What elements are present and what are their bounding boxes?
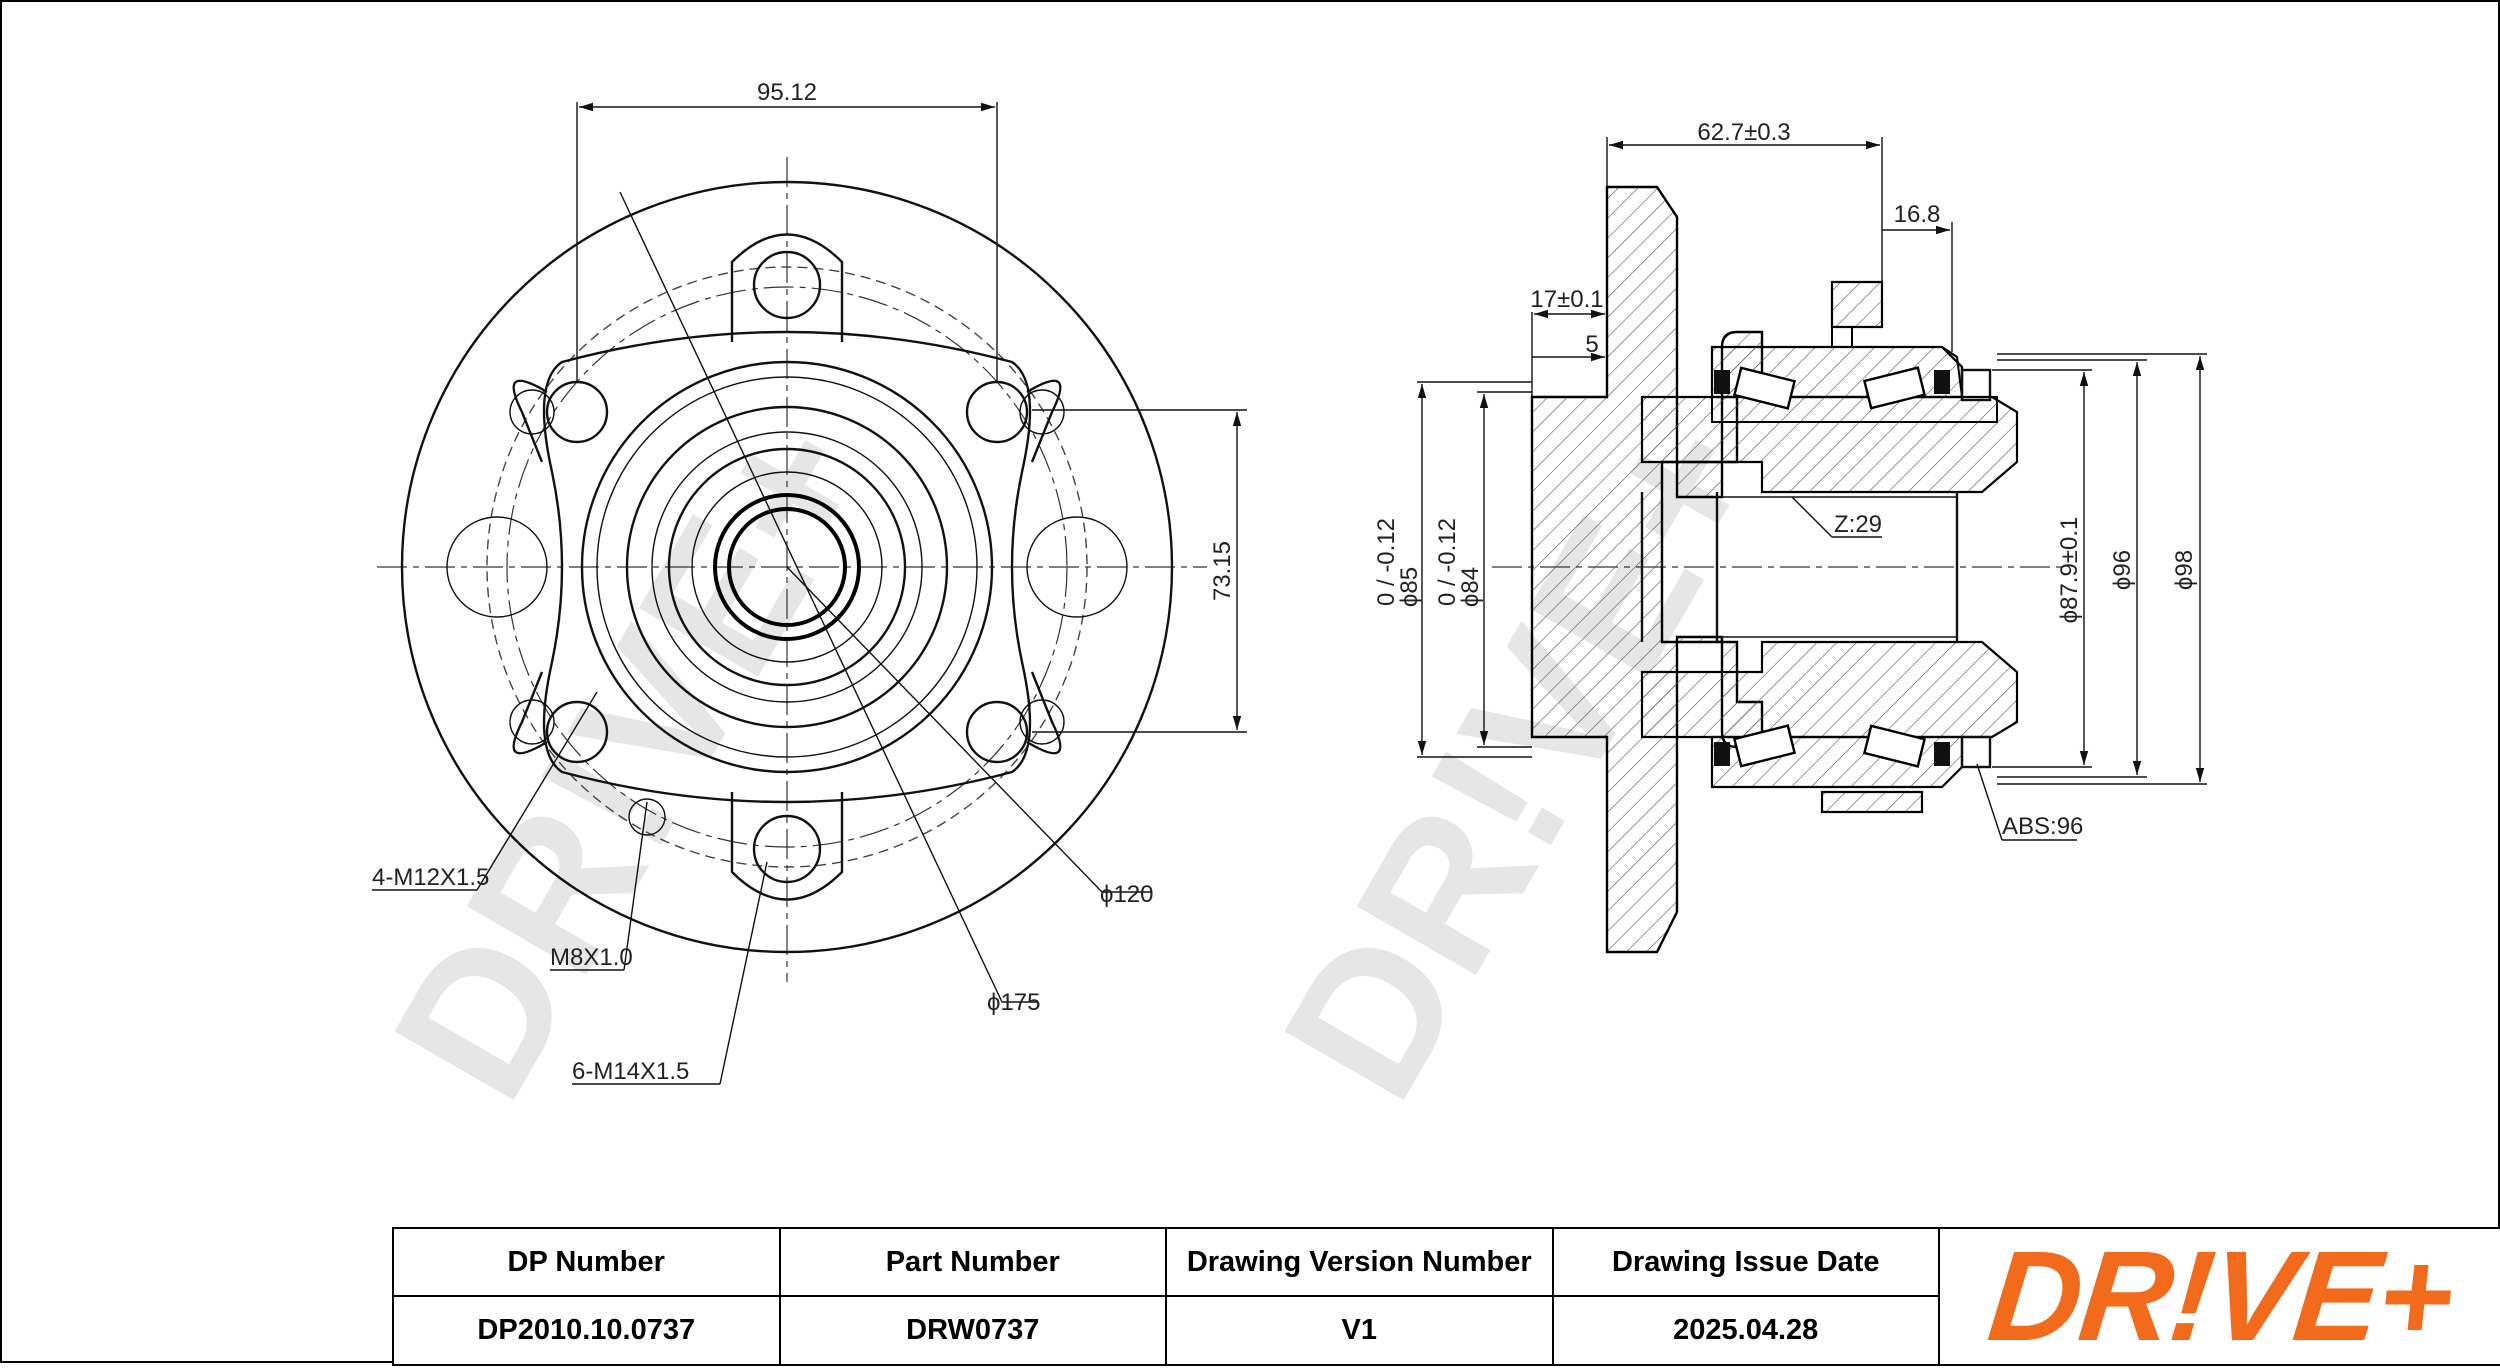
dim-bearing-offset: 16.8 — [1894, 201, 1941, 228]
tapered-rollers — [1732, 366, 1927, 768]
dim-pilot-dia: ϕ120 — [1100, 881, 1153, 908]
dim-abs-ring: ABS:96 — [2002, 813, 2083, 840]
mount-tab-lower — [1820, 790, 1924, 814]
dim-dia-85-tol: 0 / -0.12 — [1373, 518, 1400, 606]
header-part-number: Part Number — [778, 1227, 1167, 1297]
header-issue-date: Drawing Issue Date — [1551, 1227, 1940, 1297]
dim-dia-85: ϕ85 — [1396, 567, 1423, 607]
outer-disc — [400, 180, 1174, 954]
side-boss-right — [1026, 516, 1128, 618]
dim-dia-87-9: ϕ87.9±0.1 — [2056, 517, 2083, 624]
hidden-outline — [486, 266, 1088, 868]
logo-cell: DR!VE+ — [1938, 1224, 2500, 1368]
seals — [1714, 368, 1992, 769]
watermark-front: DR!VE+ — [351, 382, 914, 1134]
drive-logo: DR!VE+ — [1982, 1224, 2459, 1368]
dim-outer-dia: ϕ175 — [987, 989, 1040, 1016]
hub-body-upper — [1640, 395, 2019, 494]
value-drawing-version: V1 — [1165, 1295, 1554, 1366]
header-drawing-version: Drawing Version Number — [1165, 1227, 1554, 1297]
dim-flange-width: 17±0.1 — [1530, 286, 1603, 313]
side-boss-left — [446, 516, 548, 618]
dim-width: 95.12 — [757, 79, 817, 106]
label-screw-hole: M8X1.0 — [550, 944, 633, 971]
dim-dia-98: ϕ98 — [2171, 550, 2198, 590]
label-bolt-holes-large: 6-M14X1.5 — [572, 1058, 689, 1085]
value-issue-date: 2025.04.28 — [1551, 1295, 1940, 1366]
dim-dia-96: ϕ96 — [2109, 550, 2136, 590]
hub-rings — [580, 360, 994, 774]
value-dp-number: DP2010.10.0737 — [392, 1295, 781, 1366]
mount-tab-upper — [1830, 280, 1884, 329]
bolt-holes — [509, 250, 1065, 884]
svg-text:DR!VE+: DR!VE+ — [351, 382, 914, 1134]
dim-spline: Z:29 — [1834, 511, 1882, 538]
title-block: DP Number Part Number Drawing Version Nu… — [392, 1224, 2500, 1368]
flange-body — [542, 330, 1032, 804]
header-dp-number: DP Number — [392, 1227, 781, 1297]
dim-dia-84: ϕ84 — [1457, 567, 1484, 607]
dim-bolt-spacing: 73.15 — [1209, 541, 1236, 601]
label-bolt-holes-small: 4-M12X1.5 — [372, 864, 489, 891]
section-view: 62.7±0.3 16.8 17±0.1 5 Z:29 ABS:96 ϕ85 0… — [1373, 119, 2207, 954]
dim-step: 5 — [1585, 331, 1598, 358]
value-part-number: DRW0737 — [778, 1295, 1167, 1366]
dim-overall-width: 62.7±0.3 — [1697, 119, 1790, 146]
dim-dia-84-tol: 0 / -0.12 — [1434, 518, 1461, 606]
bolt-circle — [506, 286, 1068, 848]
flange-lugs — [512, 233, 1062, 901]
front-view: 95.12 73.15 ϕ120 ϕ175 4-M12X1.5 M8X1.0 6… — [372, 79, 1247, 1085]
